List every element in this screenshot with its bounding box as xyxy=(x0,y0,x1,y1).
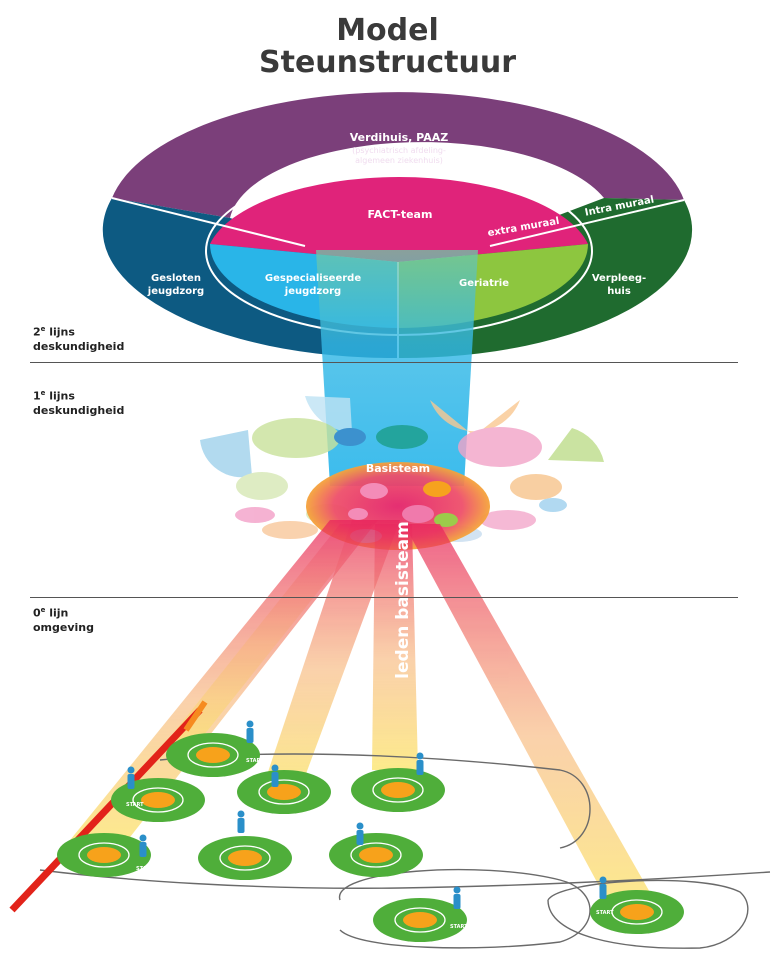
basisteam-label: Basisteam xyxy=(366,462,430,475)
community-node xyxy=(166,733,260,777)
member-beams xyxy=(62,520,660,910)
start-label: START xyxy=(126,802,144,808)
level-zero-word: lijn xyxy=(45,606,69,620)
gesloten-label-1: Gesloten xyxy=(151,273,201,284)
person-icon xyxy=(453,886,461,909)
start-labels: START START START START START xyxy=(126,758,614,930)
verdihuis-sublabel-2: algemeen ziekenhuis) xyxy=(355,156,443,165)
level-zero-description: omgeving xyxy=(33,620,94,634)
person-icon xyxy=(127,766,135,789)
person-icon xyxy=(416,752,424,775)
gesloten-label-2: jeugdzorg xyxy=(147,286,204,297)
start-label: START xyxy=(450,924,468,930)
level-zero-suffix: e xyxy=(40,606,46,614)
person-icon xyxy=(246,720,254,743)
level-second-word: lijns xyxy=(45,325,75,339)
community-node xyxy=(373,898,467,942)
expertise-cone xyxy=(316,250,478,486)
verdihuis-label: Verdihuis, PAAZ xyxy=(350,131,449,144)
level-first-description: deskundigheid xyxy=(33,403,125,417)
community-node xyxy=(351,768,445,812)
boundary-red-line xyxy=(9,707,203,913)
person-icon xyxy=(271,764,279,787)
level-second-description: deskundigheid xyxy=(33,339,125,353)
start-label: START xyxy=(136,866,154,872)
community-node xyxy=(329,833,423,877)
verdihuis-sublabel-1: (psychiatrisch afdeling- xyxy=(352,146,446,155)
separator-second-first xyxy=(30,362,738,363)
title-line-2: Steunstructuur xyxy=(259,45,516,80)
community-node xyxy=(590,890,684,934)
segment-verdihuis-paaz xyxy=(112,92,684,218)
person-icon xyxy=(356,822,364,845)
separator-first-zero xyxy=(30,597,738,598)
level-zero-line: 0e lijn omgeving xyxy=(33,603,94,635)
level-second-number: 2 xyxy=(33,325,41,339)
level-second-suffix: e xyxy=(40,325,46,333)
level-zero-number: 0 xyxy=(33,606,41,620)
community-node xyxy=(237,770,331,814)
level-first-suffix: e xyxy=(40,389,46,397)
segment-fact-team xyxy=(210,177,588,262)
community-node xyxy=(57,833,151,877)
community-boundaries xyxy=(39,753,771,949)
community-nodes xyxy=(57,733,684,942)
person-icon xyxy=(139,834,147,857)
gespecialiseerde-label-2: jeugdzorg xyxy=(284,286,341,297)
verpleeghuis-label-2: huis xyxy=(607,286,631,297)
start-label: START xyxy=(246,758,264,764)
person-icon xyxy=(237,810,245,833)
title-line-1: Model xyxy=(336,13,439,48)
start-label: START xyxy=(596,910,614,916)
verpleeghuis-label-1: Verpleeg- xyxy=(592,273,646,284)
community-node xyxy=(111,778,205,822)
geriatrie-label: Geriatrie xyxy=(459,278,509,289)
level-first-line: 1e lijns deskundigheid xyxy=(33,386,124,418)
gespecialiseerde-label-1: Gespecialiseerde xyxy=(265,273,361,284)
person-figures xyxy=(127,720,607,909)
person-icon xyxy=(599,876,607,899)
fact-team-label: FACT-team xyxy=(368,208,433,221)
level-first-number: 1 xyxy=(33,389,41,403)
community-node xyxy=(198,836,292,880)
level-second-line: 2e lijns deskundigheid xyxy=(33,322,124,354)
level-first-word: lijns xyxy=(45,389,75,403)
leden-basisteam-label: leden basisteam xyxy=(393,521,413,679)
